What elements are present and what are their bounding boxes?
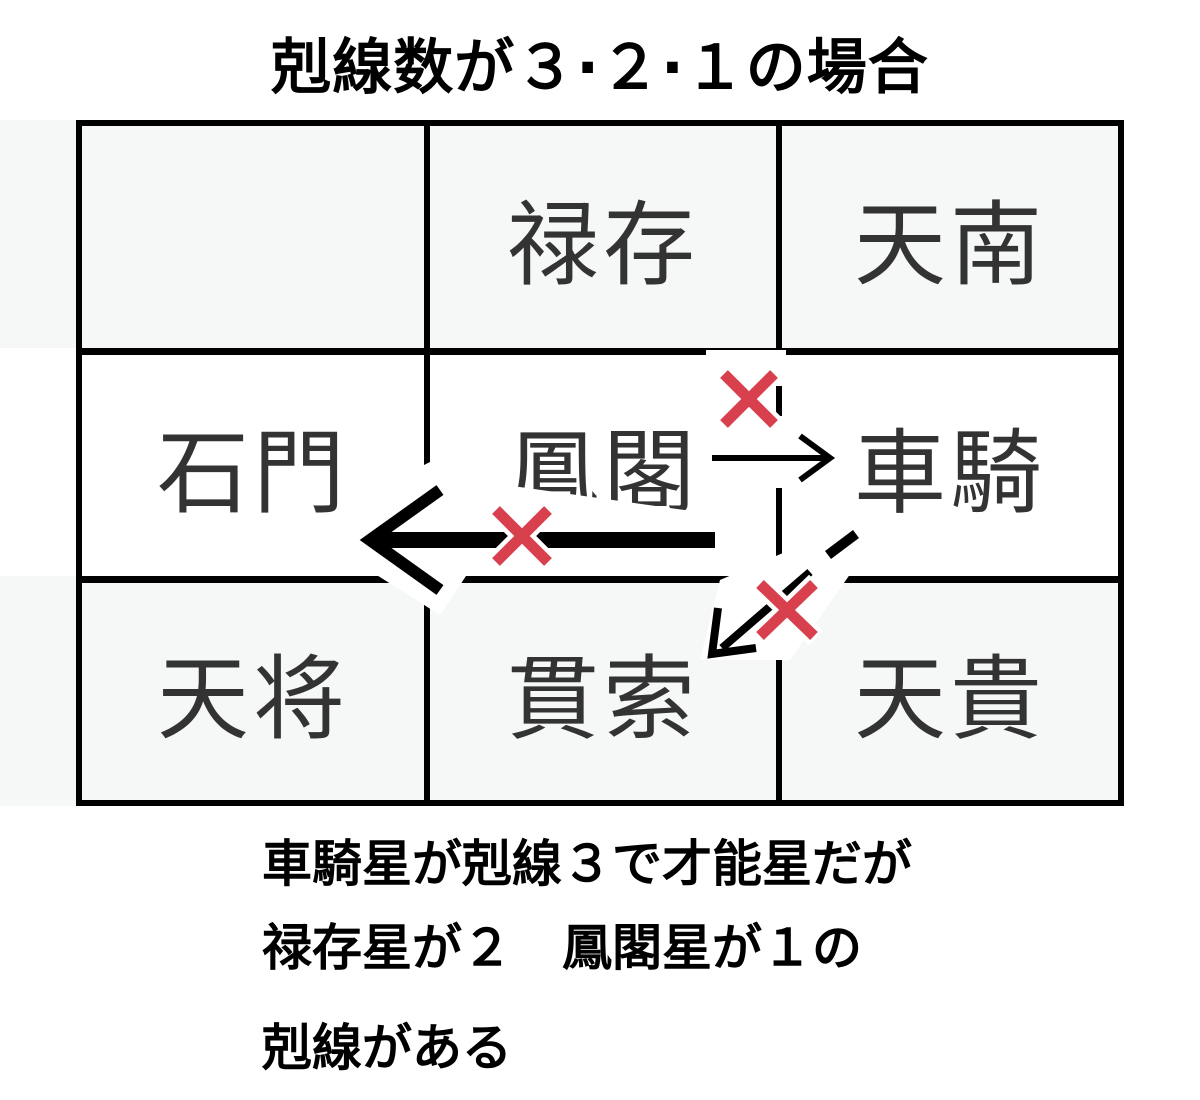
cell-top-right: 天南 bbox=[782, 126, 1118, 348]
background-strip-top bbox=[0, 120, 76, 348]
star-grid: 禄存 天南 石門 鳳閣 車騎 天将 貫索 天貴 bbox=[76, 120, 1124, 806]
diagram-title: 剋線数が３·２·１の場合 bbox=[271, 33, 929, 103]
cell-bottom-center: 貫索 bbox=[430, 583, 776, 800]
caption-line-2: 禄存星が２ 鳳閣星が１の bbox=[262, 919, 862, 977]
cell-center: 鳳閣 bbox=[430, 355, 776, 576]
cell-bottom-right: 天貴 bbox=[782, 583, 1118, 800]
cell-top-left bbox=[82, 126, 424, 348]
cell-bottom-left: 天将 bbox=[82, 583, 424, 800]
cell-top-center: 禄存 bbox=[430, 126, 776, 348]
background-strip-bottom bbox=[0, 576, 76, 806]
cell-middle-left: 石門 bbox=[82, 355, 424, 576]
caption-line-3: 剋線がある bbox=[262, 1019, 512, 1077]
cell-middle-right: 車騎 bbox=[782, 355, 1118, 576]
caption-line-1: 車騎星が剋線３で才能星だが bbox=[262, 835, 912, 893]
